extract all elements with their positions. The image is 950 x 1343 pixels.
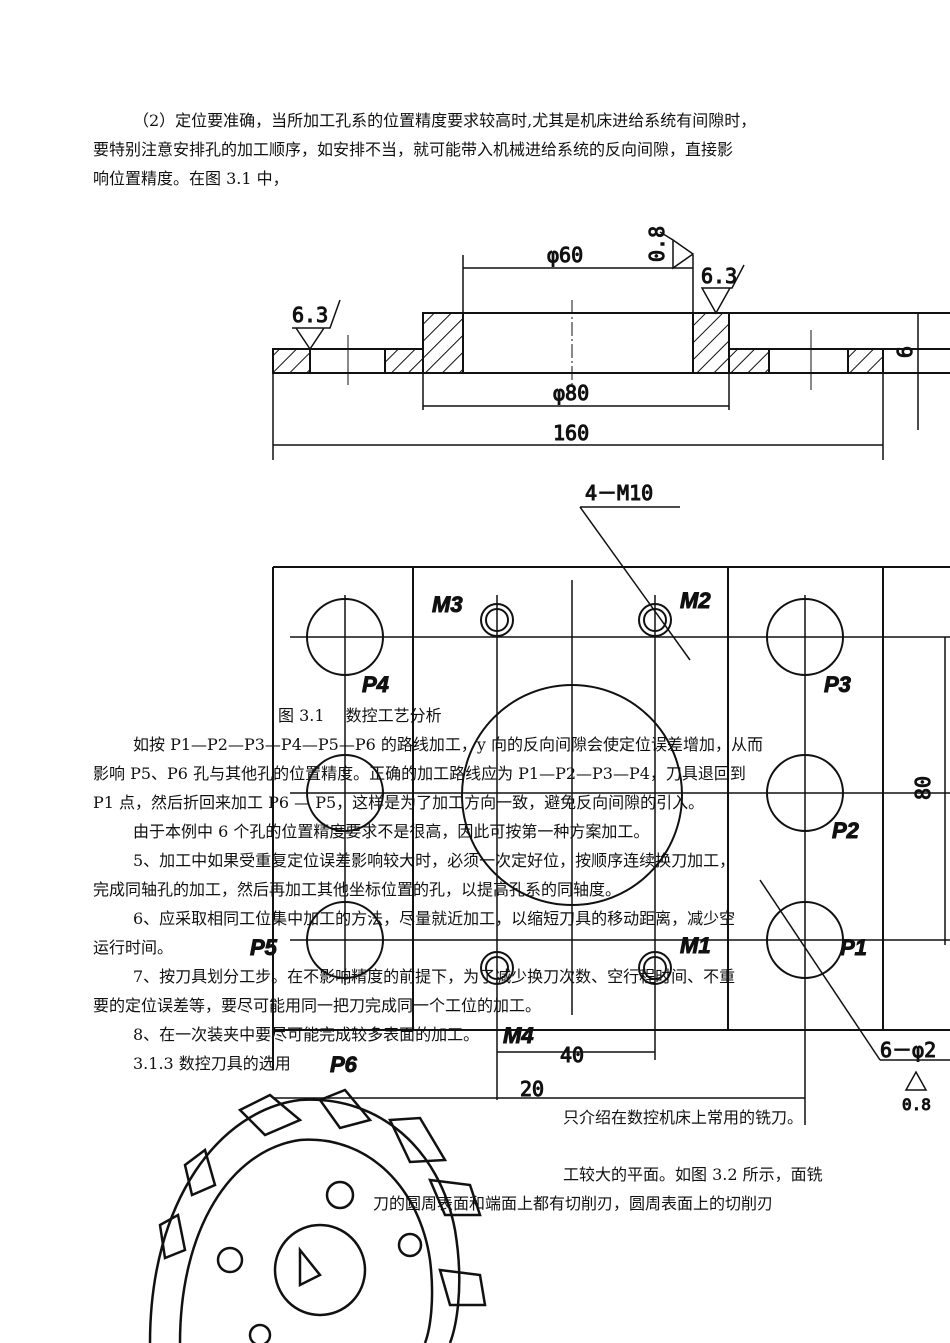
label-p4: P4: [362, 672, 389, 697]
label-m1: M1: [680, 933, 711, 958]
paragraph-line: P1 点，然后折回来加工 P6 — P5，这样是为了加工方向一致，避免反向间隙的…: [93, 793, 705, 812]
dim-20: 20: [520, 1077, 544, 1101]
label-m2: M2: [680, 588, 711, 613]
plan-view: [272, 506, 950, 1125]
paragraph-line: 完成同轴孔的加工，然后再加工其他坐标位置的孔，以提高孔系的同轴度。: [93, 880, 622, 899]
section-heading: 3.1.3 数控刀具的选用: [133, 1054, 291, 1073]
paragraph-line: 7、按刀具划分工步。在不影响精度的前提下，为了减少换刀次数、空行程时间、不重: [133, 967, 736, 986]
label-4-m10: 4－M10: [585, 481, 653, 505]
paragraph-line: 6、应采取相同工位集中加工的方法，尽量就近加工，以缩短刀具的移动距离，减少空: [133, 909, 736, 928]
label-m4: M4: [503, 1023, 534, 1048]
label-p3: P3: [824, 672, 851, 697]
paragraph-line: 只介绍在数控机床上常用的铣刀。: [563, 1108, 804, 1127]
paragraph-line: 响位置精度。在图 3.1 中，: [93, 169, 289, 188]
label-m3: M3: [432, 592, 463, 617]
label-holes: 6－φ2: [880, 1038, 936, 1062]
roughness-6-3-left: 6.3: [292, 303, 328, 327]
paragraph-line: 5、加工中如果受重复定位误差影响较大时，必须一次定好位，按顺序连续换刀加工，: [133, 851, 736, 870]
paragraph-line: 运行时间。: [93, 938, 174, 957]
paragraph-line: 要的定位误差等，要尽可能用同一把刀完成同一个工位的加工。: [93, 996, 542, 1015]
label-p2: P2: [832, 818, 860, 843]
paragraph-line: 影响 P5、P6 孔与其他孔的位置精度。正确的加工路线应为 P1—P2—P3—P…: [93, 764, 746, 783]
paragraph-line: 刀的圆周表面和端面上都有切削刃，圆周表面上的切削刃: [373, 1194, 774, 1213]
dim-d80: φ80: [553, 381, 589, 405]
dim-160: 160: [553, 421, 589, 445]
face-milling-cutter-image: [148, 1088, 487, 1343]
roughness-0-8-plan: 0.8: [902, 1095, 931, 1114]
label-p6: P6: [330, 1052, 358, 1077]
roughness-6-3-right: 6.3: [701, 264, 737, 288]
figure-caption: 图 3.1 数控工艺分析: [278, 706, 442, 725]
paragraph-line: 8、在一次装夹中要尽可能完成较多表面的加工。: [133, 1025, 480, 1044]
paragraph-line: 由于本例中 6 个孔的位置精度要求不是很高，因此可按第一种方案加工。: [133, 822, 650, 841]
dim-thickness: 6: [893, 346, 917, 358]
paragraph-line: 工较大的平面。如图 3.2 所示，面铣: [563, 1165, 823, 1184]
dim-40: 40: [560, 1043, 584, 1067]
paragraph-line: 要特别注意安排孔的加工顺序，如安排不当，就可能带入机械进给系统的反向间隙，直接影: [93, 140, 734, 159]
label-p5: P5: [250, 935, 278, 960]
roughness-0-8: 0.8: [645, 226, 669, 262]
label-p1: P1: [840, 935, 867, 960]
paragraph-line: 如按 P1—P2—P3—P4—P5—P6 的路线加工，y 向的反向间隙会使定位误…: [133, 735, 763, 754]
section-view: [272, 231, 950, 460]
paragraph-line: （2）定位要准确，当所加工孔系的位置精度要求较高时,尤其是机床进给系统有间隙时，: [133, 111, 757, 130]
dim-d60: φ60: [547, 243, 583, 267]
dim-80: 80: [911, 776, 935, 800]
